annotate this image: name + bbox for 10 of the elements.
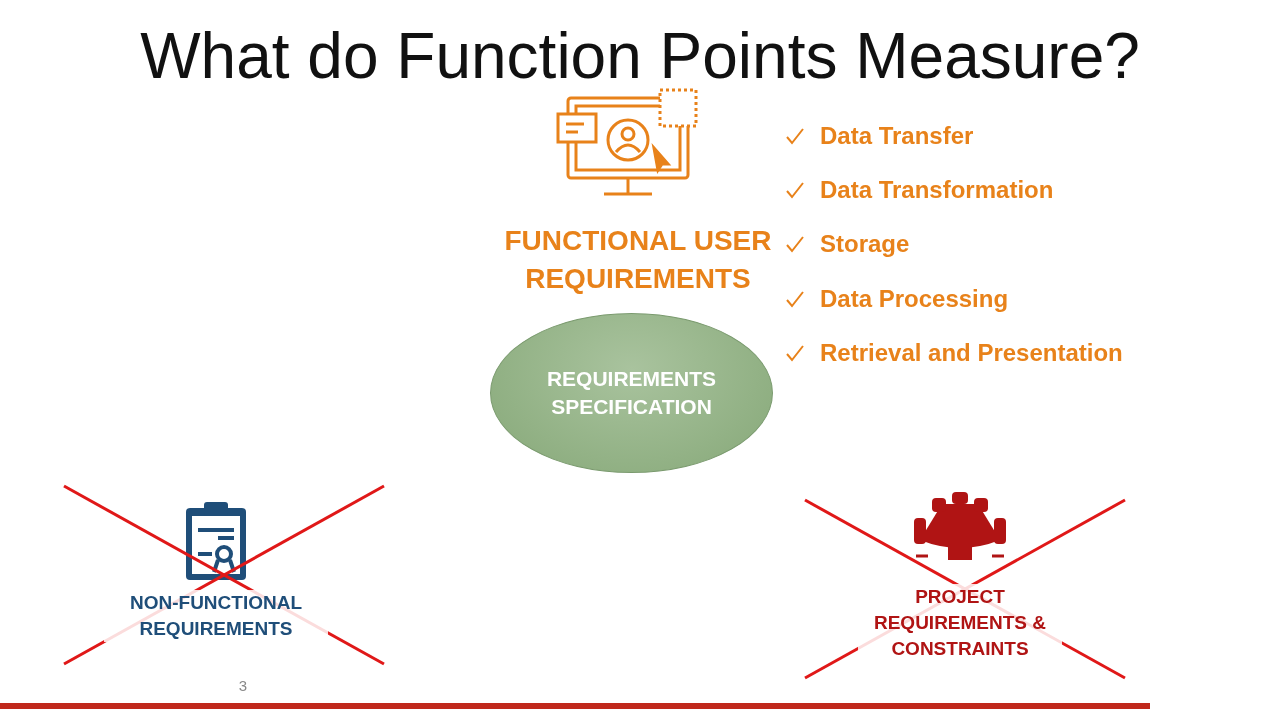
- slide-title: What do Function Points Measure?: [139, 19, 1141, 94]
- checklist-item: Data Transfer: [820, 121, 975, 151]
- checklist-item: Retrieval and Presentation: [820, 338, 1124, 368]
- page-number: 3: [237, 676, 249, 696]
- checklist-item: Data Processing: [820, 284, 1010, 314]
- checklist-item: Data Transformation: [820, 175, 1055, 205]
- crossed-out-heading: NON-FUNCTIONAL REQUIREMENTS: [104, 590, 328, 642]
- ellipse-label: REQUIREMENTS SPECIFICATION: [545, 366, 718, 420]
- checklist-item: Storage: [820, 229, 911, 259]
- section-heading: FUNCTIONAL USER REQUIREMENTS: [503, 224, 773, 296]
